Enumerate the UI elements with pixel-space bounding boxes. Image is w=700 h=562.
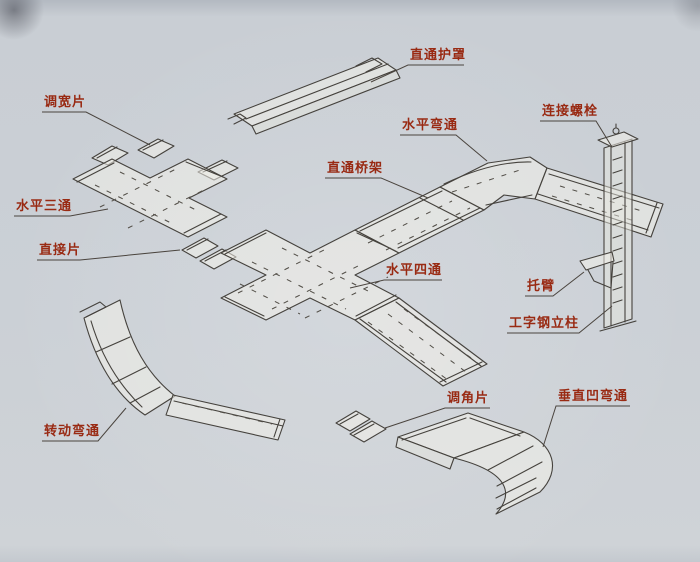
label-connector-piece: 直接片 — [39, 243, 82, 258]
leader-connector-piece — [37, 249, 181, 261]
part-angle-adjust-piece — [335, 410, 387, 443]
leader-straight-tray — [325, 177, 429, 199]
leader-horizontal-bend — [400, 134, 488, 162]
leader-angle-adjust-piece — [384, 407, 490, 429]
label-i-beam-column: 工字钢立柱 — [509, 316, 580, 331]
part-support-arm — [579, 251, 615, 289]
part-vertical-concave-bend — [395, 412, 554, 515]
part-rotating-bend — [79, 299, 176, 416]
label-connecting-bolt: 连接螺栓 — [542, 104, 599, 119]
label-horizontal-cross: 水平四通 — [386, 263, 443, 278]
leader-width-adjust-piece — [42, 111, 151, 146]
leader-straight-cover — [370, 64, 464, 83]
part-horizontal-cross — [220, 229, 400, 321]
leader-horizontal-cross — [349, 279, 442, 289]
leader-rotating-bend — [42, 407, 127, 442]
part-straight-cover — [227, 57, 401, 135]
leader-connecting-bolt — [540, 120, 613, 148]
label-angle-adjust-piece: 调角片 — [447, 391, 490, 406]
label-horizontal-tee: 水平三通 — [16, 199, 73, 214]
leader-support-arm — [525, 271, 585, 297]
part-down-tray — [354, 297, 488, 387]
label-straight-cover: 直通护罩 — [410, 48, 467, 63]
leader-vertical-concave-bend — [542, 405, 630, 448]
part-horizontal-tee — [72, 158, 228, 238]
part-i-beam-column — [597, 123, 639, 332]
label-vertical-concave-bend: 垂直凹弯通 — [558, 389, 629, 404]
bolt-detail — [612, 123, 620, 135]
leader-lines — [14, 64, 630, 448]
part-bottom-straight — [165, 394, 286, 441]
leader-i-beam-column — [507, 305, 613, 334]
label-horizontal-bend: 水平弯通 — [402, 118, 459, 133]
label-rotating-bend: 转动弯通 — [44, 424, 101, 439]
label-width-adjust-piece: 调宽片 — [44, 95, 87, 110]
leader-horizontal-tee — [14, 208, 109, 217]
label-straight-tray: 直通桥架 — [327, 161, 384, 176]
label-support-arm: 托臂 — [527, 279, 556, 294]
